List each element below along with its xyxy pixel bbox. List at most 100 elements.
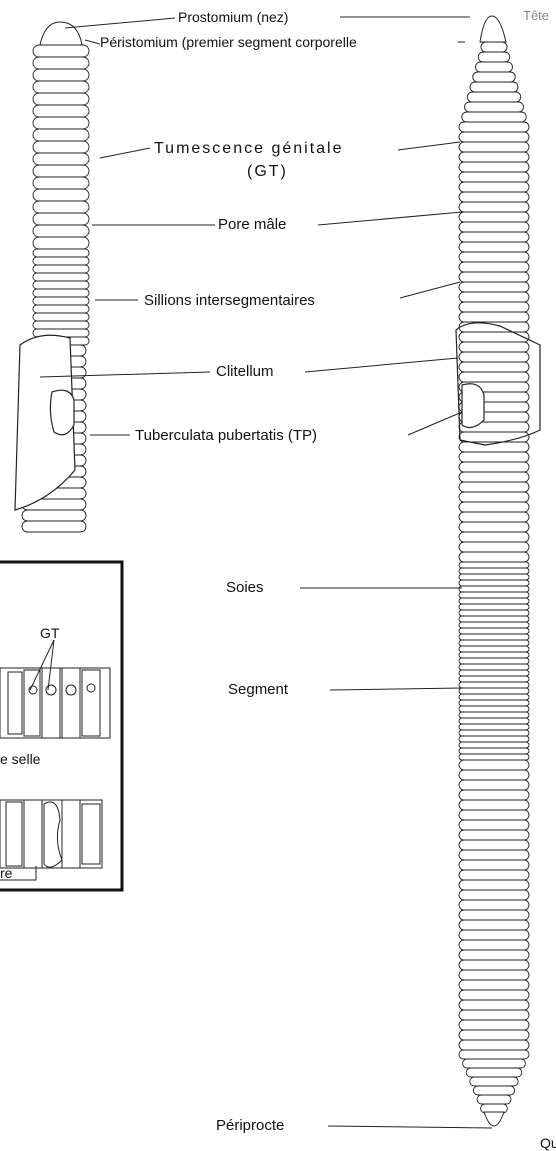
worm-segment — [476, 62, 513, 72]
worm-segment — [459, 900, 529, 910]
worm-segment — [459, 670, 529, 676]
worm-segment — [33, 189, 89, 201]
worm-segment — [33, 321, 89, 329]
label-soies: Soies — [226, 580, 264, 595]
worm-segment — [467, 92, 521, 102]
worm-segment — [33, 289, 89, 297]
worm-segment — [459, 472, 529, 482]
worm-segment — [459, 688, 529, 694]
worm-segment — [473, 1086, 514, 1095]
worm-segment — [459, 302, 529, 312]
worm-segment — [459, 840, 529, 850]
worm-segment — [459, 242, 529, 252]
inset-box — [0, 562, 122, 890]
right-tail — [484, 1112, 504, 1126]
worm-segment — [33, 45, 89, 57]
worm-segment — [459, 262, 529, 272]
worm-segment — [459, 770, 529, 780]
worm-segment — [459, 232, 529, 242]
worm-segment — [459, 372, 529, 382]
worm-segment — [459, 850, 529, 860]
worm-segment — [459, 562, 529, 568]
worm-segment — [459, 652, 529, 658]
worm-segment — [459, 730, 529, 736]
worm-segment — [459, 542, 529, 552]
worm-segment — [459, 736, 529, 742]
worm-segment — [33, 265, 89, 273]
worm-segment — [459, 910, 529, 920]
label-queue: Qu — [540, 1136, 556, 1150]
worm-segment — [459, 790, 529, 800]
worm-segment — [459, 332, 529, 342]
worm-segment — [33, 305, 89, 313]
worm-segment — [459, 512, 529, 522]
worm-segment — [459, 622, 529, 628]
worm-segment — [459, 1040, 529, 1050]
worm-segment — [459, 202, 529, 212]
worm-segment — [459, 502, 529, 512]
right-head — [480, 16, 506, 42]
worm-segment — [459, 580, 529, 586]
worm-segment — [33, 153, 89, 165]
worm-segment — [459, 192, 529, 202]
worm-segment — [459, 830, 529, 840]
worm-segment — [459, 920, 529, 930]
worm-segment — [459, 522, 529, 532]
worm-segment — [33, 177, 89, 189]
label-tuberculata: Tuberculata pubertatis (TP) — [135, 428, 317, 443]
worm-segment — [459, 152, 529, 162]
label-segment: Segment — [228, 682, 288, 697]
worm-segment — [459, 860, 529, 870]
worm-segment — [459, 574, 529, 580]
worm-segment — [459, 604, 529, 610]
worm-segment — [463, 1059, 526, 1068]
worm-segment — [33, 297, 89, 305]
worm-segment — [459, 616, 529, 622]
worm-segment — [459, 664, 529, 670]
worm-segment — [459, 122, 529, 132]
label-prostomium: Prostomium (nez) — [178, 10, 288, 24]
worm-segment — [33, 117, 89, 129]
inset-top-segments — [0, 640, 110, 738]
worm-segment — [33, 313, 89, 321]
worm-segment — [459, 362, 529, 372]
worm-segment — [459, 568, 529, 574]
worm-segment — [470, 1077, 518, 1086]
worm-segment — [459, 640, 529, 646]
worm-segment — [459, 980, 529, 990]
worm-segment — [33, 225, 89, 237]
label-pore-male: Pore mâle — [218, 217, 286, 232]
worm-segment — [459, 452, 529, 462]
inset-bottom-segments — [0, 800, 102, 880]
worm-segment — [459, 658, 529, 664]
worm-segment — [459, 312, 529, 322]
worm-segment — [459, 694, 529, 700]
worm-segment — [459, 940, 529, 950]
worm-segment — [465, 102, 524, 112]
worm-segment — [462, 112, 527, 122]
worm-segment — [33, 141, 89, 153]
worm-segment — [459, 462, 529, 472]
worm-segment — [459, 272, 529, 282]
worm-segment — [459, 586, 529, 592]
label-tumescence-line1: Tumescence génitale — [154, 141, 344, 157]
worm-segment — [459, 712, 529, 718]
worm-segment — [477, 1095, 511, 1104]
worm-segment — [459, 1050, 529, 1059]
worm-segment — [459, 172, 529, 182]
worm-segment — [459, 780, 529, 790]
worm-segment — [459, 492, 529, 502]
worm-segment — [459, 706, 529, 712]
worm-segment — [459, 132, 529, 142]
right-worm-full — [459, 16, 529, 1126]
worm-segment — [459, 718, 529, 724]
worm-segment — [459, 212, 529, 222]
worm-segment — [459, 960, 529, 970]
worm-segment — [22, 521, 86, 532]
leader-lines — [40, 17, 492, 1128]
inset-label-gt: GT — [40, 626, 59, 640]
worm-segment — [459, 990, 529, 1000]
worm-segment — [33, 165, 89, 177]
worm-segment — [459, 810, 529, 820]
worm-segment — [459, 634, 529, 640]
